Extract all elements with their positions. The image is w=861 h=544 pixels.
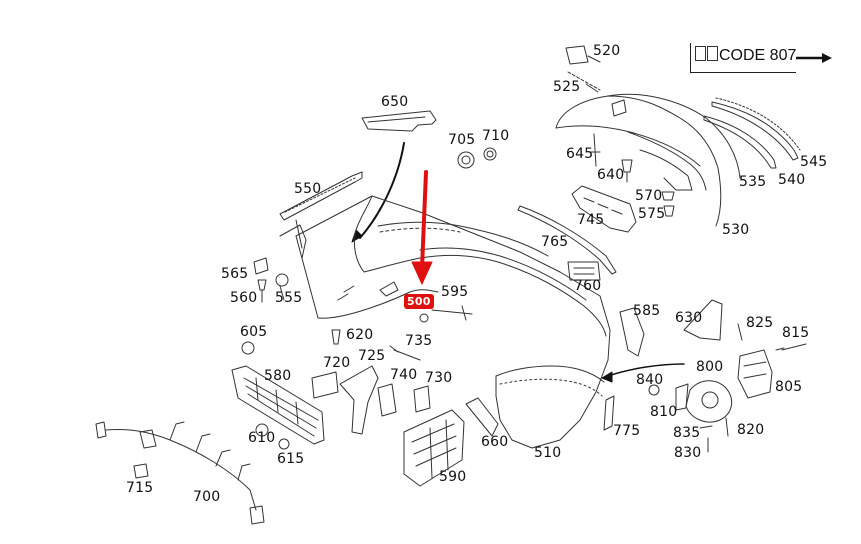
callout-530[interactable]: 530: [722, 222, 750, 238]
callout-565[interactable]: 565: [221, 266, 249, 282]
callout-825[interactable]: 825: [746, 315, 774, 331]
part-610-615: [255, 423, 290, 450]
part-650-strip: [351, 110, 437, 243]
part-605-620-735: [241, 329, 421, 361]
part-545-540-strips: [703, 97, 801, 169]
part-745-bracket: [571, 185, 637, 233]
callout-720[interactable]: 720: [323, 355, 351, 371]
right-arrow-icon: [796, 53, 832, 63]
part-720-725-740-730: [311, 365, 431, 435]
callout-640[interactable]: 640: [597, 167, 625, 183]
callout-620[interactable]: 620: [346, 327, 374, 343]
callout-525[interactable]: 525: [553, 79, 581, 95]
callout-820[interactable]: 820: [737, 422, 765, 438]
part-595-rod: [419, 305, 473, 323]
callout-840[interactable]: 840: [636, 372, 664, 388]
code-label: CODE 807: [719, 47, 797, 64]
part-645-640: [589, 133, 633, 183]
callout-745[interactable]: 745: [577, 212, 605, 228]
callout-520[interactable]: 520: [593, 43, 621, 59]
part-530-support: [555, 93, 741, 227]
callout-835[interactable]: 835: [673, 425, 701, 441]
part-570-575: [661, 191, 675, 217]
part-590-bracket: [403, 409, 465, 487]
callout-590[interactable]: 590: [439, 469, 467, 485]
code-reference: CODE 807: [690, 43, 797, 73]
callout-725[interactable]: 725: [358, 348, 386, 364]
callout-555[interactable]: 555: [275, 290, 303, 306]
callout-605[interactable]: 605: [240, 324, 268, 340]
callout-650[interactable]: 650: [381, 94, 409, 110]
part-520-525-sensor: [565, 45, 601, 93]
box-glyph: [707, 46, 718, 61]
part-580-bracket: [231, 365, 325, 445]
callout-610[interactable]: 610: [248, 430, 276, 446]
part-585-630-825-815: [619, 299, 807, 357]
callout-735[interactable]: 735: [405, 333, 433, 349]
callout-760[interactable]: 760: [574, 278, 602, 294]
callout-570[interactable]: 570: [635, 188, 663, 204]
callout-585[interactable]: 585: [633, 303, 661, 319]
callout-730[interactable]: 730: [425, 370, 453, 386]
callout-810[interactable]: 810: [650, 404, 678, 420]
part-565-560-555: [253, 257, 289, 303]
callout-765[interactable]: 765: [541, 234, 569, 250]
callout-575[interactable]: 575: [638, 206, 666, 222]
callout-535[interactable]: 535: [739, 174, 767, 190]
callout-510[interactable]: 510: [534, 445, 562, 461]
callout-705[interactable]: 705: [448, 132, 476, 148]
callout-630[interactable]: 630: [675, 310, 703, 326]
callout-540[interactable]: 540: [778, 172, 806, 188]
callout-615[interactable]: 615: [277, 451, 305, 467]
callout-740[interactable]: 740: [390, 367, 418, 383]
part-700-harness: [95, 421, 265, 525]
callout-545[interactable]: 545: [800, 154, 828, 170]
highlight-arrow: [411, 170, 433, 285]
callout-580[interactable]: 580: [264, 368, 292, 384]
callout-805[interactable]: 805: [775, 379, 803, 395]
callout-700[interactable]: 700: [193, 489, 221, 505]
callout-500-highlighted[interactable]: 500: [404, 294, 434, 309]
part-510-bumper-cover: [295, 195, 611, 449]
callout-830[interactable]: 830: [674, 445, 702, 461]
callout-660[interactable]: 660: [481, 434, 509, 450]
callout-550[interactable]: 550: [294, 181, 322, 197]
callout-775[interactable]: 775: [613, 423, 641, 439]
callout-560[interactable]: 560: [230, 290, 258, 306]
part-705-710: [457, 147, 497, 169]
part-660: [465, 397, 499, 437]
part-765-760: [517, 205, 617, 281]
callout-595[interactable]: 595: [441, 284, 469, 300]
callout-715[interactable]: 715: [126, 480, 154, 496]
callout-710[interactable]: 710: [482, 128, 510, 144]
part-800-805-group: [601, 349, 773, 453]
callout-800[interactable]: 800: [696, 359, 724, 375]
box-glyph: [695, 46, 706, 61]
callout-815[interactable]: 815: [782, 325, 810, 341]
callout-645[interactable]: 645: [566, 146, 594, 162]
